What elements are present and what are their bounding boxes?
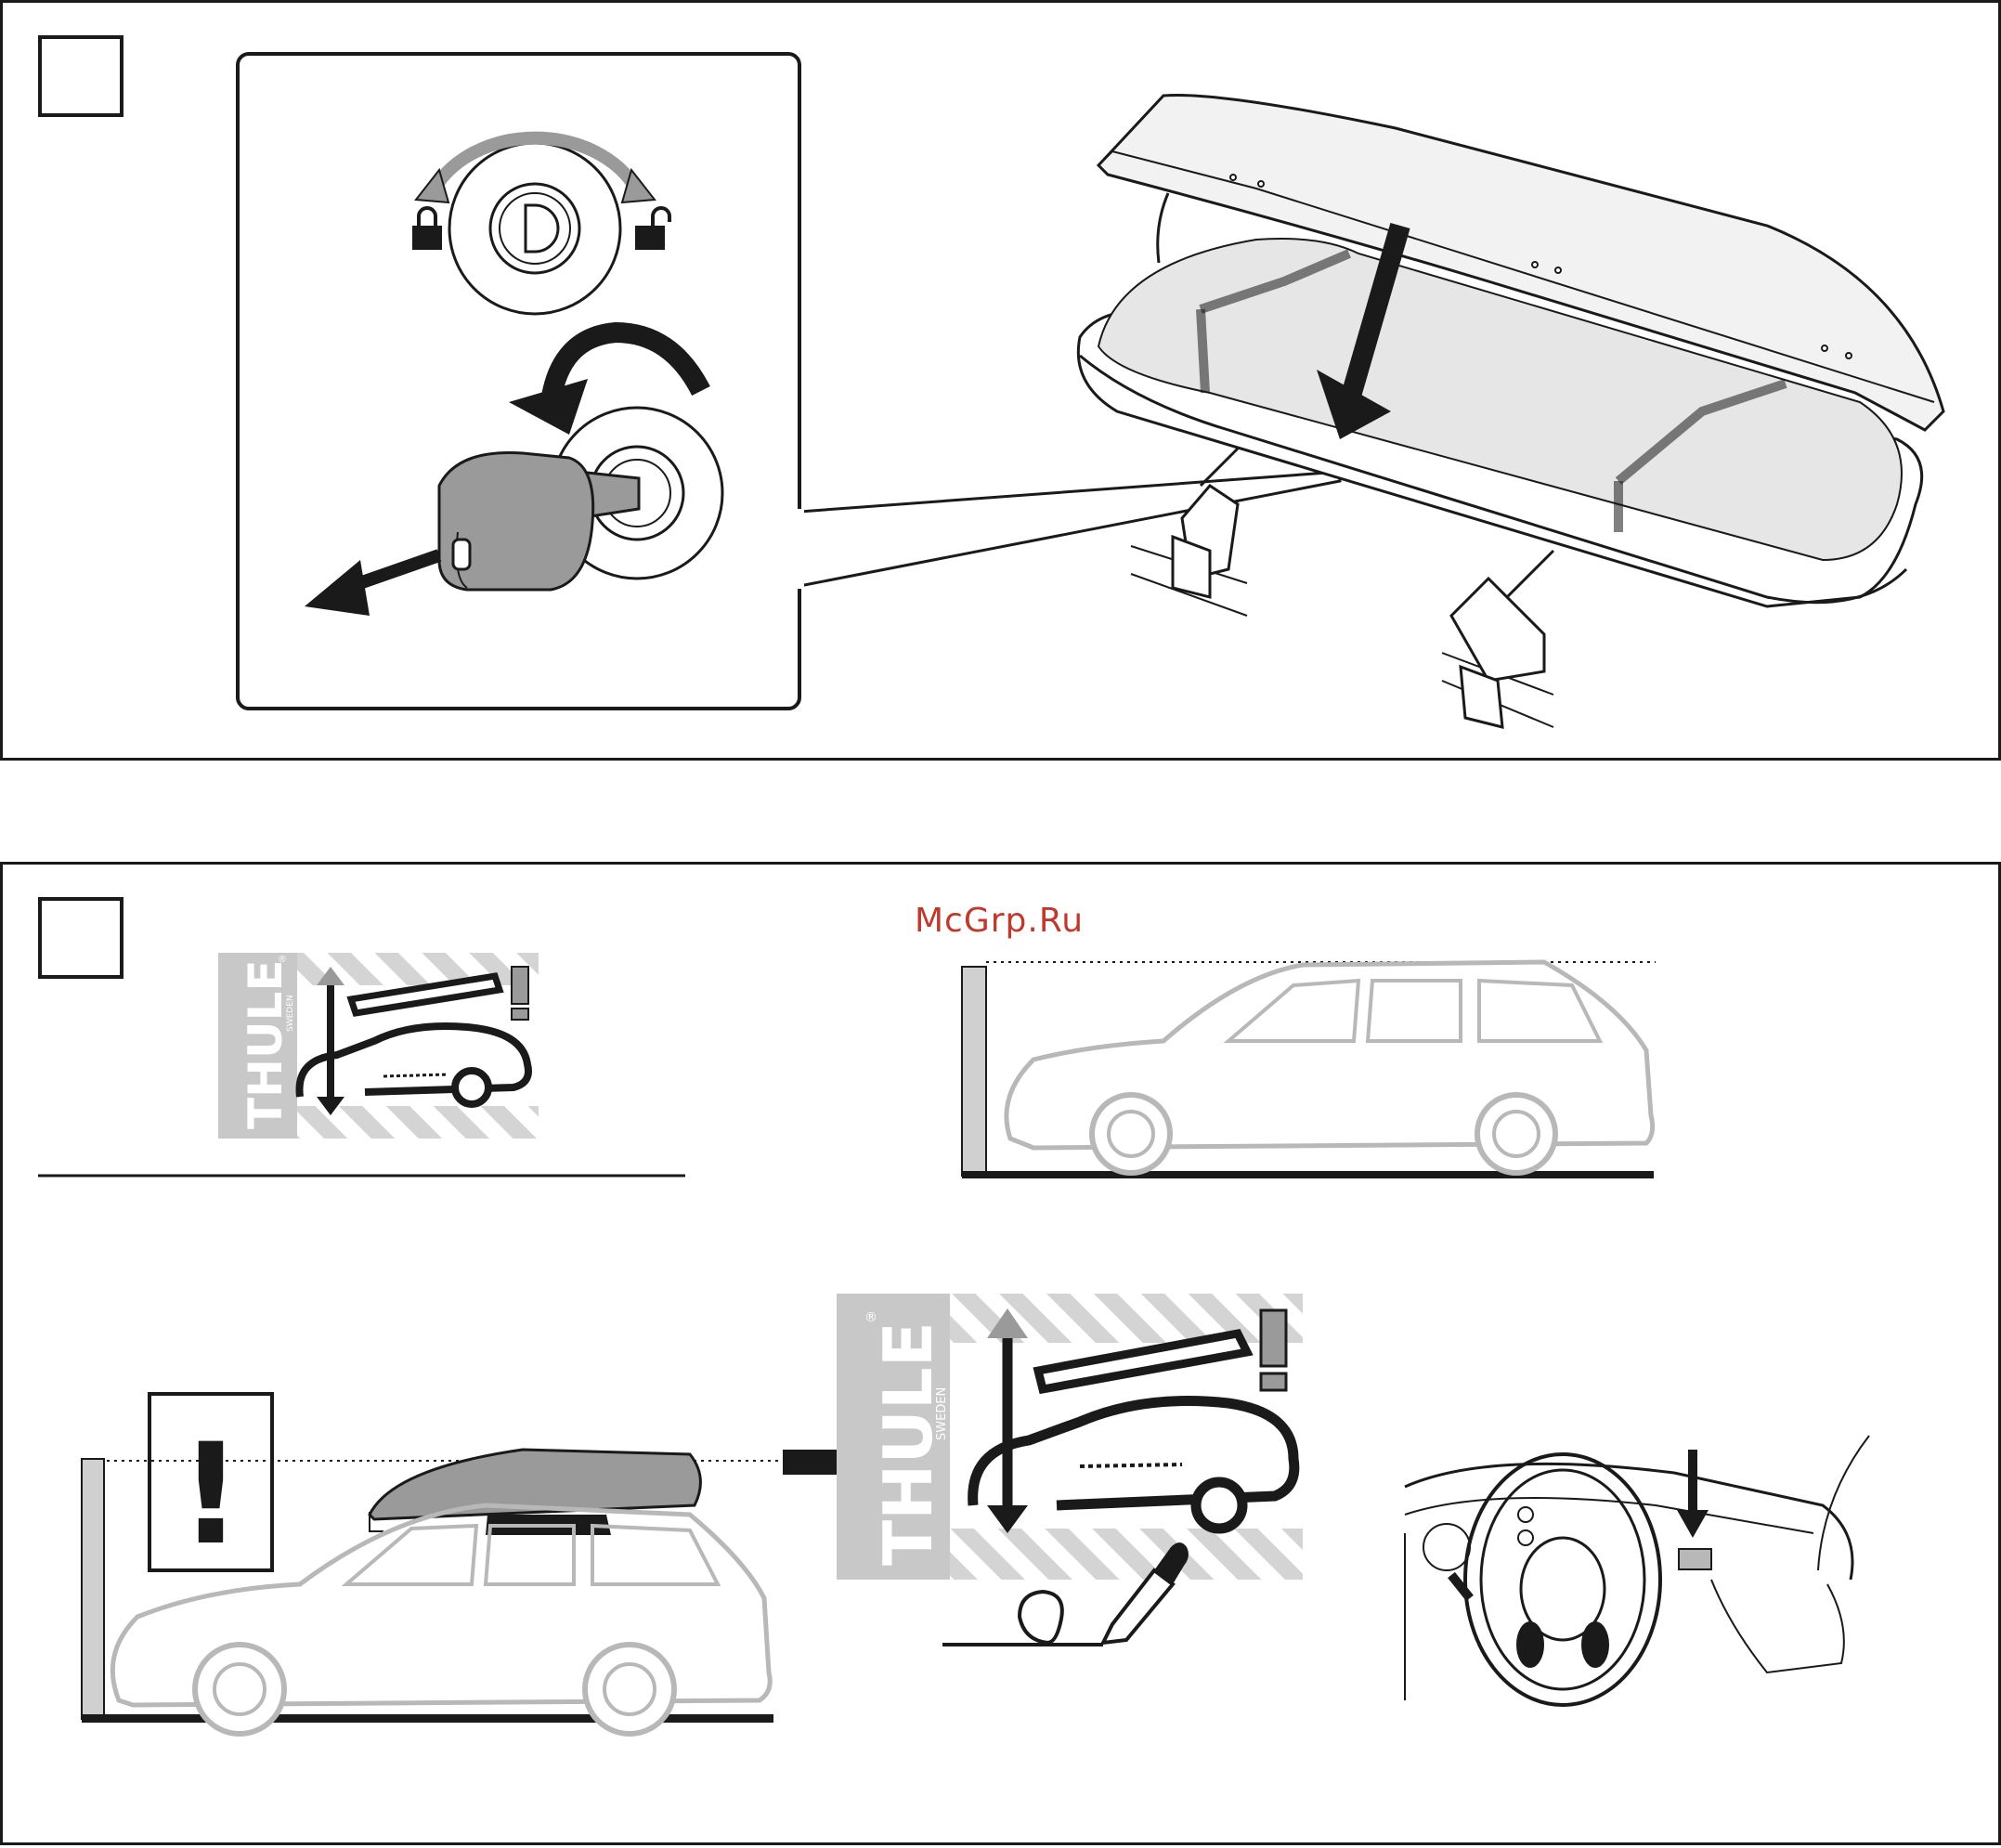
- top-instruction-panel: [0, 0, 2001, 761]
- thule-country-small: SWEDEN: [286, 995, 295, 1032]
- bottom-illustrations: THULE SWEDEN ®: [3, 865, 2001, 1848]
- thule-height-sign-large: THULE SWEDEN ®: [837, 1294, 1303, 1580]
- car-height-measurement: [962, 962, 1656, 1178]
- thule-country-large: SWEDEN: [935, 1387, 949, 1440]
- thule-brand-large: THULE: [869, 1321, 947, 1566]
- thule-height-sign-small: THULE SWEDEN ®: [218, 953, 539, 1139]
- dashboard-sticker-placement: [1405, 1436, 1869, 1705]
- bottom-instruction-panel: McGrp.Ru THULE SWEDEN ®: [0, 862, 2001, 1845]
- thule-brand-small: THULE: [239, 959, 292, 1129]
- roof-box-open-illustration: [3, 3, 2001, 763]
- warning-sign: !: [149, 1394, 272, 1576]
- thule-registered-large: ®: [864, 1310, 877, 1325]
- warning-exclamation: !: [179, 1414, 242, 1576]
- thule-registered-small: ®: [278, 955, 287, 965]
- sticker-location-arrow-icon: [1677, 1510, 1709, 1538]
